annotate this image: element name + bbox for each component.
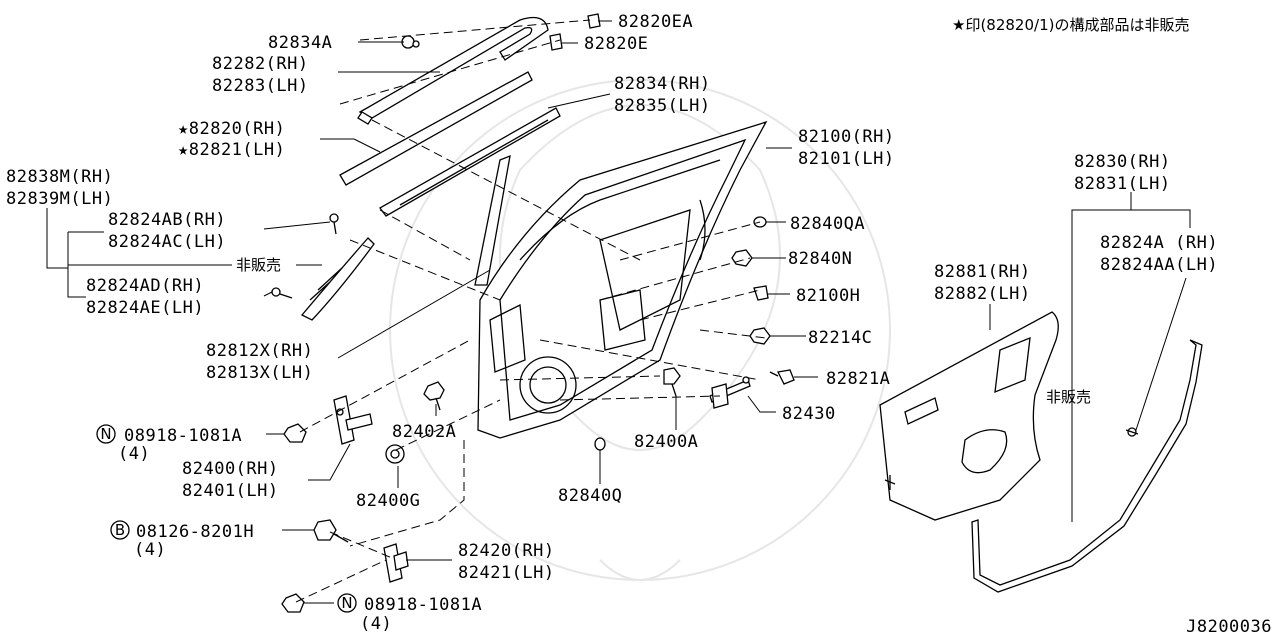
label-82420: 82420(RH) bbox=[458, 541, 555, 561]
clip-82824A bbox=[1125, 427, 1139, 437]
label-82283: 82283(LH) bbox=[212, 76, 309, 96]
b-marker-text: B bbox=[115, 521, 125, 539]
label-82282: 82282(RH) bbox=[212, 54, 309, 74]
bolt-08126 bbox=[313, 519, 349, 543]
labels: ★印(82820/1)の構成部品は非販売 82820EA 82834A 8282… bbox=[6, 12, 1272, 637]
assembly-lines bbox=[295, 19, 767, 603]
outer-moulding bbox=[339, 71, 533, 186]
label-82821A: 82821A bbox=[826, 369, 890, 389]
label-82400A: 82400A bbox=[634, 432, 698, 452]
door-panel bbox=[477, 120, 768, 439]
label-08126-8201H: 08126-8201H bbox=[136, 522, 254, 542]
label-82821: ★82821(LH) bbox=[178, 140, 285, 160]
nut-08918-b bbox=[281, 593, 305, 613]
label-82820E: 82820E bbox=[584, 34, 648, 54]
label-82838M: 82838M(RH) bbox=[6, 167, 113, 187]
label-qty-4-c: (4) bbox=[360, 614, 392, 634]
label-82430: 82430 bbox=[782, 404, 836, 424]
inner-weatherstrip bbox=[379, 107, 561, 217]
label-82840QA: 82840QA bbox=[790, 214, 865, 234]
label-82824A: 82824A (RH) bbox=[1100, 233, 1218, 253]
bumper-82100H bbox=[753, 285, 769, 301]
label-82840N: 82840N bbox=[788, 249, 852, 269]
glass-run-channel bbox=[357, 16, 549, 125]
sealing-strip bbox=[474, 154, 511, 286]
label-82835: 82835(LH) bbox=[614, 96, 711, 116]
label-qty-4-b: (4) bbox=[134, 540, 166, 560]
label-82839M: 82839M(LH) bbox=[6, 189, 113, 209]
label-82834: 82834(RH) bbox=[614, 74, 711, 94]
n-marker-2-text: N bbox=[341, 594, 352, 612]
label-82834A: 82834A bbox=[268, 33, 332, 53]
label-hihanbai-2: 非販売 bbox=[1046, 388, 1091, 406]
label-82100: 82100(RH) bbox=[798, 127, 895, 147]
label-hihanbai-1: 非販売 bbox=[236, 256, 281, 274]
label-08918-1081A-b: 08918-1081A bbox=[364, 595, 482, 615]
label-qty-4-a: (4) bbox=[118, 444, 150, 464]
nut-82214C bbox=[749, 327, 771, 345]
b-marker: B bbox=[110, 520, 130, 540]
clip-82834A bbox=[401, 35, 420, 49]
diagram-code: J8200036 bbox=[1186, 617, 1272, 637]
label-08918-1081A-a: 08918-1081A bbox=[124, 426, 242, 446]
bolt-82400A bbox=[663, 367, 681, 397]
label-82402A: 82402A bbox=[392, 422, 456, 442]
screw-82824AB bbox=[329, 213, 339, 235]
label-82820: ★82820(RH) bbox=[178, 119, 285, 139]
label-82812X: 82812X(RH) bbox=[206, 341, 313, 361]
bolt-82402A bbox=[423, 381, 445, 411]
label-82882: 82882(LH) bbox=[934, 284, 1031, 304]
screw-82824AD bbox=[271, 287, 293, 299]
n-marker-2: N bbox=[337, 593, 357, 613]
door-trim-panel bbox=[879, 311, 1059, 521]
nut-82400G bbox=[385, 444, 405, 464]
label-82400G: 82400G bbox=[356, 491, 420, 511]
upper-hinge-82400 bbox=[333, 395, 373, 445]
door-weatherstrip bbox=[971, 339, 1203, 593]
label-82824AE: 82824AE(LH) bbox=[86, 298, 204, 318]
label-82824AD: 82824AD(RH) bbox=[86, 276, 204, 296]
leader-lines bbox=[46, 20, 1191, 604]
label-82214C: 82214C bbox=[808, 328, 872, 348]
label-82840Q: 82840Q bbox=[558, 486, 622, 506]
sash-trim bbox=[300, 237, 375, 321]
label-82824AC: 82824AC(LH) bbox=[108, 232, 226, 252]
label-82401: 82401(LH) bbox=[182, 481, 279, 501]
clip-82820E bbox=[549, 33, 563, 51]
label-82831: 82831(LH) bbox=[1074, 174, 1171, 194]
grommet-82840Q bbox=[594, 437, 606, 451]
label-82824AB: 82824AB(RH) bbox=[108, 210, 226, 230]
n-marker-1-text: N bbox=[100, 425, 111, 443]
label-82100H: 82100H bbox=[796, 286, 860, 306]
note-text: ★印(82820/1)の構成部品は非販売 bbox=[952, 16, 1189, 34]
label-82830: 82830(RH) bbox=[1074, 152, 1171, 172]
label-82881: 82881(RH) bbox=[934, 262, 1031, 282]
label-82101: 82101(LH) bbox=[798, 149, 895, 169]
label-82813X: 82813X(LH) bbox=[206, 363, 313, 383]
bolt-82821A bbox=[769, 369, 795, 385]
clip-82820EA bbox=[587, 13, 601, 29]
label-82421: 82421(LH) bbox=[458, 563, 555, 583]
label-82824AA: 82824AA(LH) bbox=[1100, 255, 1218, 275]
label-82400: 82400(RH) bbox=[182, 459, 279, 479]
door-check-82430 bbox=[709, 376, 751, 409]
lower-hinge-82420 bbox=[383, 543, 409, 583]
label-82820EA: 82820EA bbox=[618, 12, 693, 32]
n-marker-1: N bbox=[96, 424, 116, 444]
nut-08918-a bbox=[283, 423, 307, 443]
